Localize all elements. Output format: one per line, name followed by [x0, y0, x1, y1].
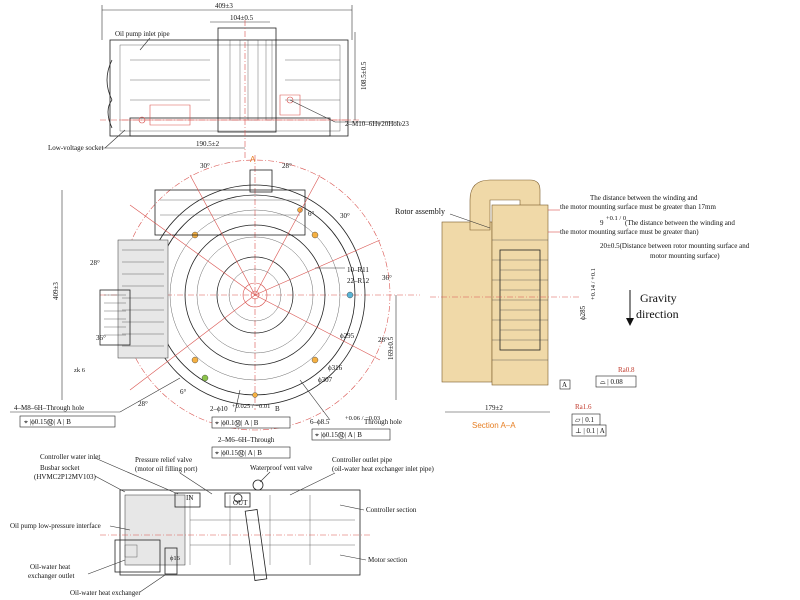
hole-phi8-suffix: Through hole — [364, 418, 402, 426]
note-winding-1: The distance between the winding and — [590, 194, 698, 202]
tol-m6: ⌖ |ϕ0.15Ⓜ| A | B — [215, 449, 262, 457]
diameter-307: ϕ307 — [318, 376, 333, 384]
hole-m8-spec: 4–M8–6H–Through hole — [14, 404, 84, 412]
label-oil-pump-inlet: Oil pump inlet pipe — [115, 30, 170, 38]
bolt-holes — [191, 207, 354, 398]
note-20-line2: motor mounting surface) — [650, 252, 720, 260]
note-9-line1: (The distance between the winding and — [625, 219, 735, 227]
ra-bottom: Ra1.6 — [575, 403, 592, 411]
label-oil-hx-outlet-line1: Oil-water heat — [30, 563, 70, 571]
angle-36-left: 36° — [96, 334, 106, 342]
top-height-dim: 108.5±0.5 — [360, 61, 368, 90]
angle-30-right: 30° — [340, 212, 350, 220]
flatness-2: ⏥ | 0.1 — [575, 416, 595, 424]
label-controller-section: Controller section — [366, 506, 417, 514]
label-low-voltage-socket: Low-voltage socket — [48, 144, 103, 152]
angle-28-left: 28° — [90, 259, 100, 267]
note-9-tol: +0.1 / 0 — [606, 215, 626, 222]
port-in: IN — [186, 494, 193, 502]
label-oil-hx-outlet-line2: exchanger outlet — [28, 572, 75, 580]
hole-phi10-spec: 2–ϕ10 — [210, 405, 228, 413]
angle-36: 36° — [382, 274, 392, 282]
dia-285: ϕ285 — [579, 305, 587, 320]
tol-phi8: ⌖ |ϕ0.15Ⓜ| A | B — [315, 431, 362, 439]
top-offset-dim: 190.5±2 — [196, 140, 220, 148]
label-ctrl-outlet-line1: Controller outlet pipe — [332, 456, 392, 464]
radius-10-r11: 10–R11 — [347, 266, 369, 274]
angle-28-right: 28° — [378, 336, 388, 344]
angle-6-bottom: 6° — [180, 388, 187, 396]
small-label-zk: zk 6 — [74, 367, 86, 374]
perpendicularity: ⊥ | 0.1 | A — [575, 427, 605, 435]
gravity-line1: Gravity — [640, 291, 677, 305]
front-height-dim: 409±3 — [52, 282, 60, 300]
top-width-dim: 409±3 — [215, 2, 233, 10]
label-waterproof-vent: Waterproof vent valve — [250, 464, 312, 472]
front-169-dim: 169±0.5 — [387, 336, 395, 360]
label-ctrl-water-inlet: Controller water inlet — [40, 453, 100, 461]
dim-179: 179±2 — [485, 404, 503, 412]
dim-16: ϕ16 — [170, 555, 181, 562]
port-out: OUT — [233, 499, 248, 507]
label-oil-pump-low: Oil pump low-pressure interface — [10, 522, 101, 530]
section-mark-top: A — [250, 155, 256, 164]
label-motor-section: Motor section — [368, 556, 408, 564]
top-view: 409±3 104±0.5 108.5±0.5 190.5±2 2–M10–6H… — [48, 2, 409, 160]
front-view: A — [10, 155, 420, 459]
section-title: Section A–A — [472, 421, 516, 430]
label-busbar-line1: Busbar socket — [40, 464, 80, 472]
side-view: IN OUT ϕ16 Controller water inlet Busbar… — [10, 453, 435, 597]
section-view: Rotor assembly The distance between the … — [395, 179, 750, 437]
hole-phi10-tol: +0.025 / −0.01 — [232, 403, 270, 410]
hole-phi8-spec: 6–ϕ8.5 — [310, 418, 330, 426]
diameter-316: ϕ316 — [328, 364, 343, 372]
label-ctrl-outlet-line2: (oil-water heat exchanger inlet pipe) — [332, 465, 435, 473]
label-pressure-line2: (motor oil filling port) — [135, 465, 198, 473]
note-winding-2: the motor mounting surface must be great… — [560, 203, 716, 211]
label-rotor-assembly: Rotor assembly — [395, 207, 445, 216]
angle-30-top: 30° — [200, 162, 210, 170]
flatness-box: ⌓ | 0.08 — [600, 378, 623, 386]
hole-phi8-tol: +0.06 / −0.03 — [345, 415, 380, 422]
angle-28-bottom: 28° — [138, 400, 148, 408]
gravity-line2: direction — [636, 307, 679, 321]
hole-phi10-suffix: B — [275, 405, 280, 413]
angle-28-top: 28° — [282, 162, 292, 170]
tol-m8: ⌖ |ϕ0.15Ⓜ| A | B — [24, 418, 71, 426]
label-busbar-line2: (HVMC2P12MV103) — [34, 473, 97, 481]
dia-285-tol: +0.14 / +0.1 — [590, 268, 597, 300]
diameter-295: ϕ295 — [340, 332, 355, 340]
top-hole-spec: 2–M10–6H⩔20Hole23 — [345, 120, 409, 128]
note-9-line2: the motor mounting surface must be great… — [560, 228, 699, 236]
datum-a: A — [562, 381, 567, 389]
label-oil-water-hx: Oil-water heat exchanger — [70, 589, 141, 597]
angle-6: 6° — [308, 210, 315, 218]
tol-phi10: ⌖ |ϕ0.1Ⓜ| A | B — [215, 419, 259, 427]
note-9-value: 9 — [600, 219, 604, 227]
ra-top: Ra0.8 — [618, 366, 635, 374]
radius-22-r12: 22–R12 — [347, 277, 370, 285]
hole-m6-spec: 2–M6–6H–Through — [218, 436, 275, 444]
top-inner-dim: 104±0.5 — [230, 14, 254, 22]
note-20-line1: 20±0.5(Distance between rotor mounting s… — [600, 242, 750, 250]
label-pressure-line1: Pressure relief valve — [135, 456, 192, 464]
